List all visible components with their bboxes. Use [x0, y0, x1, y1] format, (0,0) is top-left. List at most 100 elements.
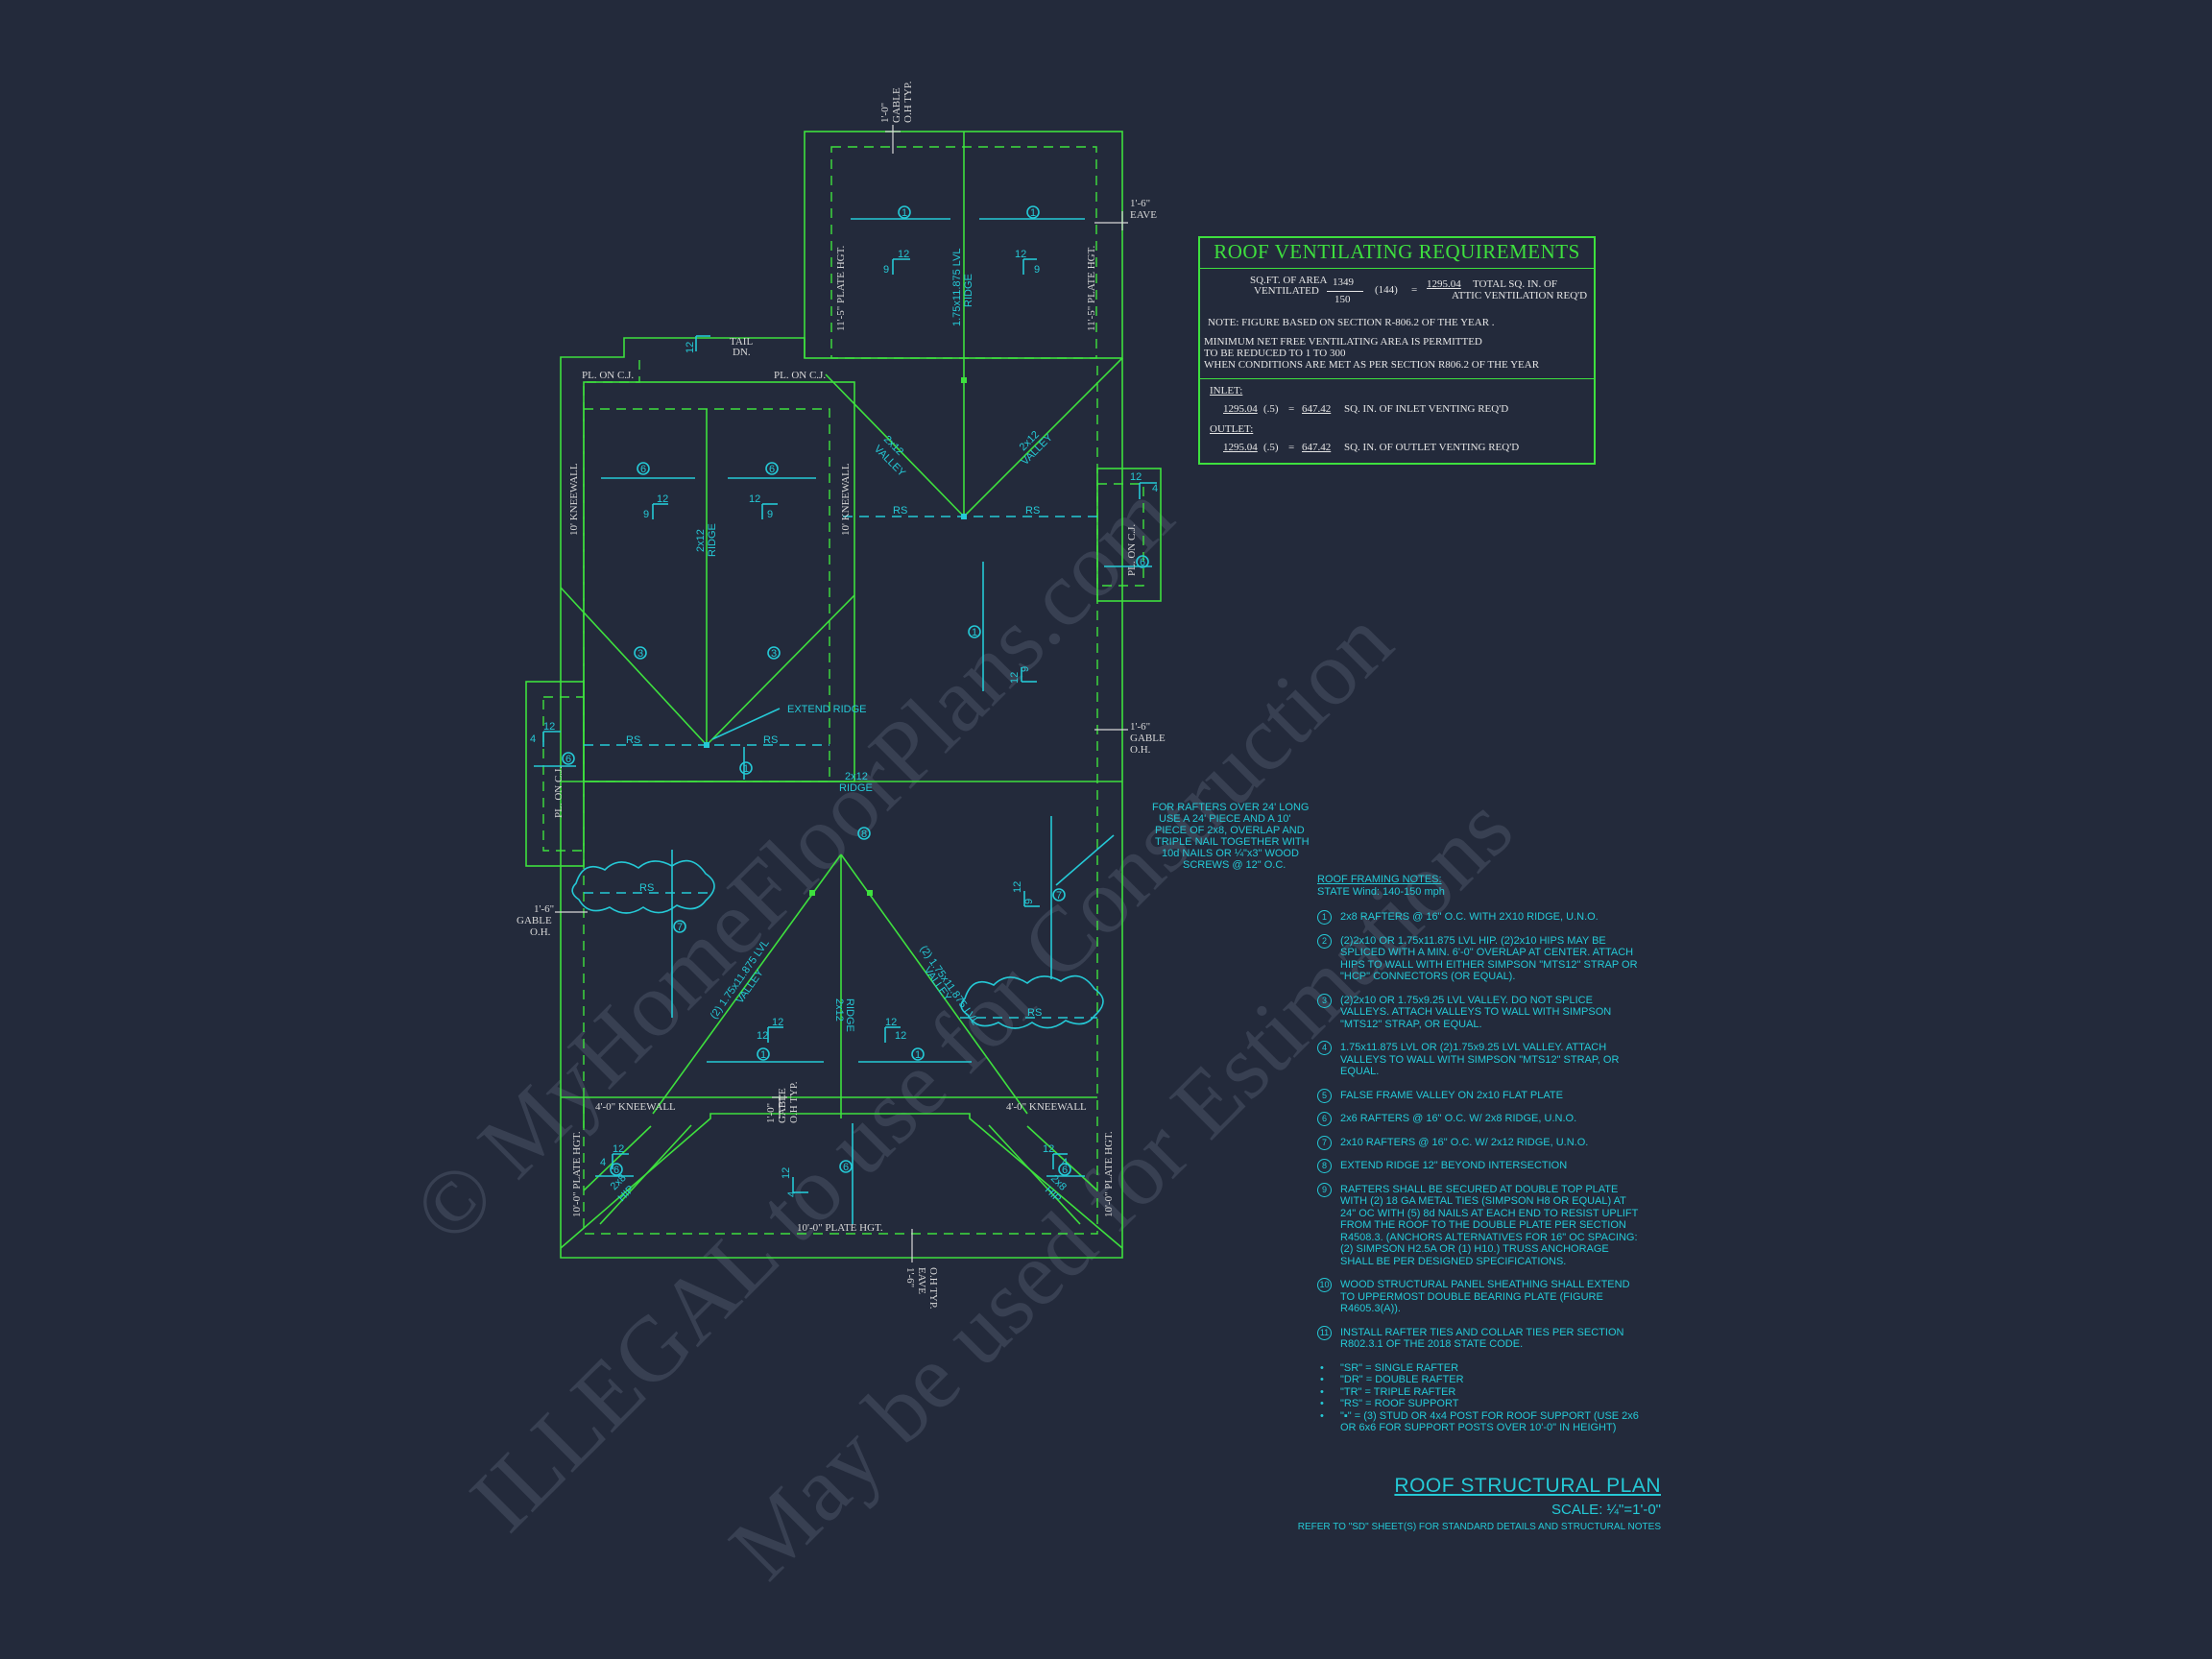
callout-7b: 7	[673, 920, 686, 933]
kneewall-left: 10' KNEEWALL	[568, 463, 580, 536]
gable-right-2: GABLE	[1130, 733, 1166, 744]
callout-1e: 1	[757, 1047, 770, 1061]
svg-text:4: 4	[530, 733, 536, 745]
gable-right-3: O.H.	[1130, 744, 1151, 756]
rafter-note-2: USE A 24' PIECE AND A 10'	[1159, 813, 1291, 825]
callout-6g: 6	[1058, 1163, 1071, 1176]
callout-6e: 6	[839, 1160, 853, 1173]
plate-hgt-right: 11'-5" PLATE HGT.	[1086, 245, 1097, 331]
svg-text:6: 6	[769, 464, 775, 475]
kneewall-4-left: 4'-0" KNEEWALL	[595, 1101, 676, 1113]
pitch-n: 12	[685, 335, 710, 353]
svg-text:12: 12	[757, 1030, 768, 1042]
divisor-value: 150	[1334, 294, 1351, 305]
inlet-label: INLET:	[1210, 385, 1243, 397]
plate-hgt-left: 11'-5" PLATE HGT.	[835, 245, 847, 331]
rafter-note-6: SCREWS @ 12" O.C.	[1183, 859, 1286, 871]
svg-text:9: 9	[643, 509, 649, 520]
rafter-note-4: TRIPLE NAIL TOGETHER WITH	[1155, 836, 1310, 848]
svg-text:9: 9	[1020, 666, 1031, 672]
roof-framing-notes: ROOF FRAMING NOTES: STATE Wind: 140-150 …	[1317, 874, 1644, 1434]
callout-3b: 3	[767, 646, 781, 660]
note-number: 2	[1317, 933, 1332, 949]
svg-text:1: 1	[743, 763, 749, 775]
callout-1c: 1	[968, 625, 981, 638]
svg-text:4: 4	[1152, 483, 1158, 494]
pitch-h: 129	[1012, 881, 1040, 907]
ridge-center-label: RIDGE	[839, 782, 873, 794]
gable-bottom-2: GABLE	[777, 1088, 788, 1123]
rafter-arrows	[534, 218, 1152, 1224]
svg-text:9: 9	[1034, 264, 1040, 276]
ventilated-label: VENTILATED	[1254, 285, 1319, 297]
svg-text:12: 12	[885, 1017, 897, 1028]
sqft-label: SQ.FT. OF AREA	[1250, 275, 1328, 286]
pitch-e: 129	[1009, 666, 1037, 684]
legend-item: "RS" = ROOF SUPPORT	[1317, 1398, 1644, 1410]
ridge-2x12-bottom: 2x12	[833, 998, 845, 1022]
gable-bottom-1: 1'-0"	[765, 1103, 777, 1123]
pitch-k: 124	[600, 1143, 629, 1169]
rafter-note-1: FOR RAFTERS OVER 24' LONG	[1152, 802, 1309, 813]
plan-refer-note: REFER TO "SD" SHEET(S) FOR STANDARD DETA…	[1297, 1522, 1661, 1532]
pl-on-cj-east: PL. ON C.J.	[1126, 524, 1138, 576]
fraction-bar	[1327, 291, 1363, 292]
note-item: 2 (2)2x10 OR 1.75x11.875 LVL HIP. (2)2x10…	[1317, 933, 1644, 983]
gable-top-3: O.H TYP.	[902, 81, 914, 123]
pitch-m: 124	[781, 1167, 808, 1197]
note-number: 5	[1317, 1088, 1332, 1103]
svg-text:6: 6	[843, 1162, 849, 1173]
inlet-base: 1295.04	[1223, 403, 1258, 415]
svg-text:12: 12	[657, 493, 668, 505]
svg-text:12: 12	[1015, 249, 1026, 260]
outlet-base: 1295.04	[1223, 442, 1258, 453]
svg-text:12: 12	[898, 249, 909, 260]
note-text: 2x10 RAFTERS @ 16" O.C. W/ 2x12 RIDGE, U…	[1340, 1136, 1589, 1148]
legend-item: "TR" = TRIPLE RAFTER	[1317, 1386, 1644, 1399]
ventilation-title: ROOF VENTILATING REQUIREMENTS	[1200, 238, 1594, 269]
gable-top-1: 1'-0"	[879, 103, 891, 123]
pl-on-cj-west: PL. ON C.J.	[553, 766, 565, 818]
minimum-line-1: MINIMUM NET FREE VENTILATING AREA IS PER…	[1204, 336, 1482, 348]
note-text: 1.75x11.875 LVL OR (2)1.75x9.25 LVL VALL…	[1340, 1042, 1620, 1077]
pitch-b: 12 9	[1015, 249, 1040, 276]
callout-3a: 3	[634, 646, 647, 660]
svg-text:3: 3	[637, 648, 643, 660]
svg-text:12: 12	[613, 1143, 624, 1155]
svg-text:3: 3	[771, 648, 777, 660]
svg-text:6: 6	[1062, 1165, 1068, 1176]
pitch-f: 124	[1130, 471, 1158, 499]
note-text: (2)2x10 OR 1.75x9.25 LVL VALLEY. DO NOT …	[1340, 994, 1612, 1030]
callout-7a: 7	[1052, 888, 1066, 902]
plate-10-left: 10'-0" PLATE HGT.	[571, 1131, 583, 1217]
inlet-text: SQ. IN. OF INLET VENTING REQ'D	[1344, 403, 1509, 415]
callout-1d: 1	[739, 761, 753, 775]
callout-6f: 6	[610, 1163, 623, 1176]
gable-right-1: 1'-6"	[1130, 721, 1150, 733]
note-number: 10	[1317, 1278, 1332, 1292]
tail-dn-2: DN.	[733, 347, 751, 358]
note-text: (2)2x10 OR 1.75x11.875 LVL HIP. (2)2x10 …	[1340, 934, 1638, 983]
svg-text:12: 12	[685, 342, 696, 353]
callout-6a: 6	[637, 462, 650, 475]
svg-text:9: 9	[1023, 899, 1035, 904]
note-number: 4	[1317, 1041, 1332, 1055]
inlet-eq: =	[1288, 403, 1295, 415]
pitch-d: 129	[749, 493, 778, 520]
legend-item: "▪" = (3) STUD OR 4x4 POST FOR ROOF SUPP…	[1317, 1410, 1644, 1434]
equals-sign: =	[1411, 284, 1418, 296]
svg-text:7: 7	[677, 922, 683, 933]
svg-text:9: 9	[767, 509, 773, 520]
svg-text:1: 1	[1030, 207, 1036, 219]
plate-10-right: 10'-0" PLATE HGT.	[1103, 1131, 1115, 1217]
pitch-a: 129	[883, 249, 910, 276]
svg-text:1: 1	[760, 1049, 766, 1061]
rs-3: RS	[626, 734, 640, 746]
eave-right-1: 1'-6"	[1130, 198, 1150, 209]
rafter-note-3: PIECE OF 2x8, OVERLAP AND	[1155, 825, 1305, 836]
gable-left-1: 1'-6"	[534, 903, 554, 915]
